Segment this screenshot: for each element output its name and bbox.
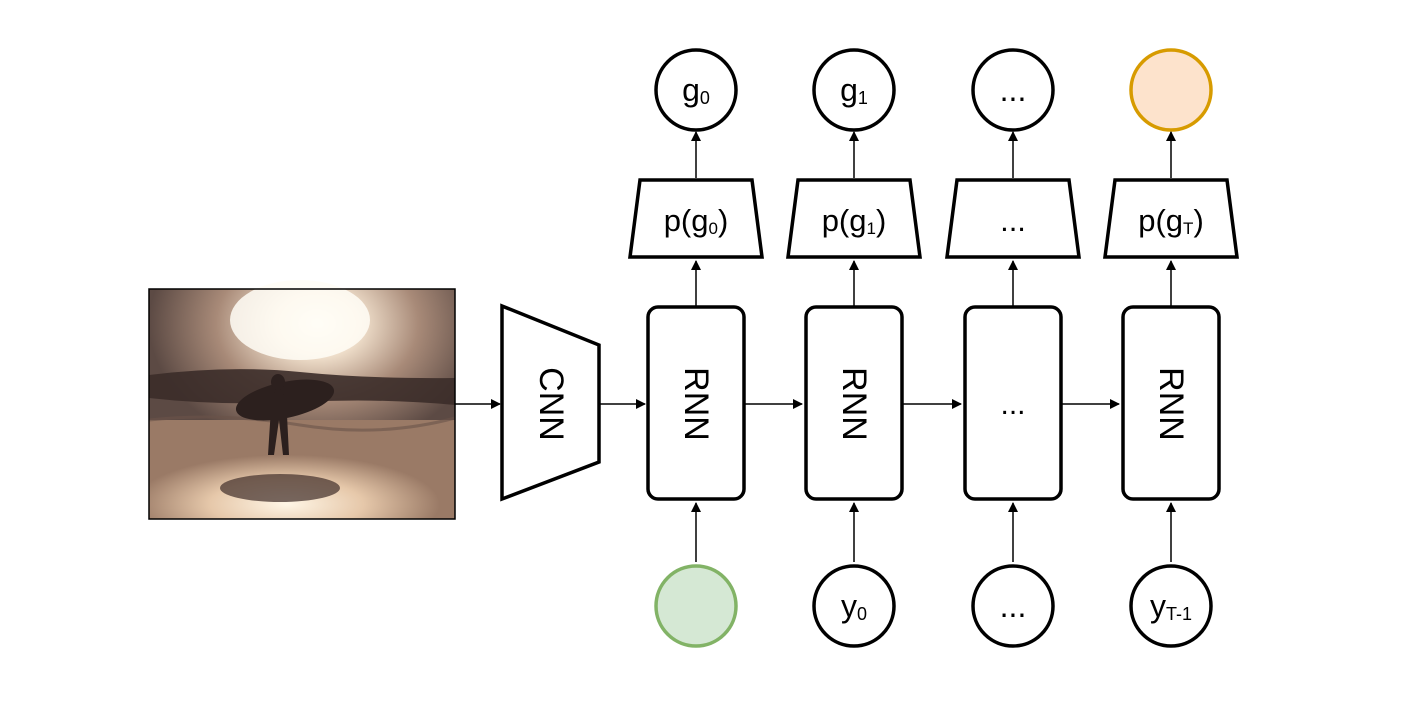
input-node: [971, 564, 1055, 648]
rnn-cell: [804, 305, 904, 501]
input-label: y0: [841, 588, 867, 624]
rnn-cell: [963, 305, 1063, 501]
distribution-block: [786, 178, 922, 259]
distribution-label: ...: [1000, 203, 1026, 238]
rnn-column-1: g1 p(g1) RNN y0: [786, 48, 962, 648]
rnn-cell: [646, 305, 746, 501]
distribution-block: [1103, 178, 1239, 259]
rnn-column-2: ............: [945, 48, 1120, 648]
output-node: [812, 48, 896, 132]
output-node: [971, 48, 1055, 132]
distribution-label: p(g0): [664, 203, 729, 238]
distribution-block: [628, 178, 764, 259]
distribution-label: p(gT): [1138, 203, 1204, 238]
cnn-encoder: CNN: [500, 303, 601, 502]
output-label: g1: [840, 72, 868, 108]
input-label: ...: [1000, 588, 1027, 624]
rnn-cell-label: RNN: [677, 367, 715, 441]
distribution-block: [945, 178, 1081, 259]
rnn-column-3: p(gT) RNN yT-1: [1103, 48, 1239, 648]
input-node: [654, 564, 738, 648]
rnn-cell: [1121, 305, 1221, 501]
rnn-column-0: g0 p(g0) RNN: [628, 48, 803, 648]
output-node: [654, 48, 738, 132]
rnn-cell-label: RNN: [835, 367, 873, 441]
distribution-label: p(g1): [822, 203, 887, 238]
cnn-label: CNN: [532, 367, 570, 441]
output-label: ...: [1000, 72, 1027, 108]
input-node: [812, 564, 896, 648]
input-node: [1129, 564, 1213, 648]
output-node: [1129, 48, 1213, 132]
rnn-cell-label: ...: [1000, 388, 1025, 421]
rnn-cell-label: RNN: [1152, 367, 1190, 441]
input-label: yT-1: [1150, 588, 1192, 624]
output-label: g0: [682, 72, 710, 108]
surfer-photo: [148, 280, 456, 520]
